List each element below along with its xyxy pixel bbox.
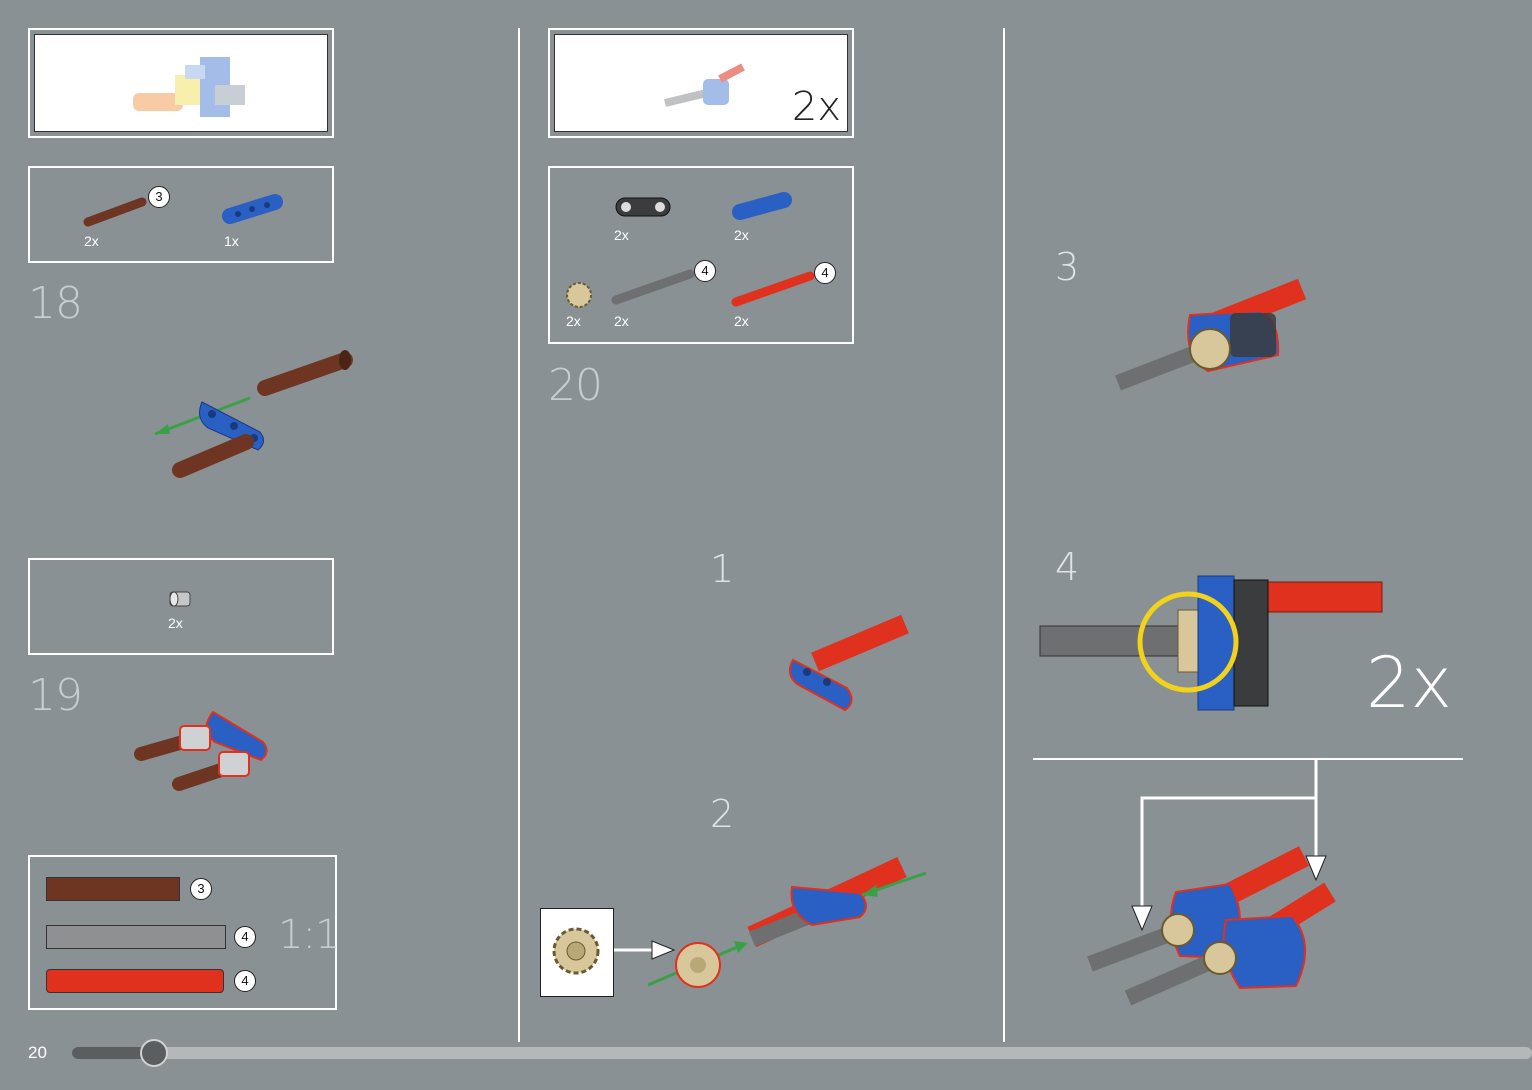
step-19-illustration	[135, 702, 285, 802]
blue-beam-part	[220, 190, 290, 230]
substep-multiplier: 2x	[1366, 648, 1452, 718]
bush-part	[166, 586, 196, 612]
submodel-thumbnail	[28, 28, 334, 138]
length-badge: 4	[234, 970, 256, 992]
step-number: 19	[28, 674, 82, 718]
gear-callout	[540, 908, 614, 997]
step-19-parts-list: 2x	[28, 558, 334, 655]
scale-label: 1:1	[278, 915, 339, 955]
substep-number: 3	[1055, 248, 1079, 286]
part-qty: 2x	[614, 228, 629, 242]
part-qty: 1x	[224, 234, 239, 248]
part-qty: 2x	[614, 314, 629, 328]
step-number: 18	[28, 282, 82, 326]
axle-4-gray-ruler	[46, 925, 226, 949]
length-badge: 4	[694, 260, 716, 282]
final-assembly-illustration	[1080, 760, 1380, 1020]
dark-connector-part	[610, 190, 680, 226]
substep-4-illustration	[1038, 574, 1398, 714]
step-20-parts-list: 2x 2x 2x 4 2x 4 2x	[548, 166, 854, 344]
part-qty: 2x	[84, 234, 99, 248]
length-badge: 3	[190, 878, 212, 900]
progress-knob	[140, 1039, 168, 1067]
gear-part	[564, 280, 594, 310]
substep-2-illustration	[612, 845, 1032, 995]
part-qty: 2x	[566, 314, 581, 328]
substep-1-illustration	[785, 610, 925, 720]
length-badge: 3	[148, 186, 170, 208]
substep-number: 2	[710, 795, 734, 833]
thumbnail-frame: 2x	[554, 34, 848, 132]
scale-reference: 3 4 4 1:1	[28, 855, 337, 1010]
step-18-illustration	[150, 340, 370, 490]
page-number: 20	[28, 1044, 47, 1061]
step-18-parts-list: 3 2x 1x	[28, 166, 334, 263]
substep-3-illustration	[1110, 275, 1310, 405]
red-axle-4-part	[730, 266, 820, 306]
gear-icon	[541, 909, 611, 994]
axle-4-red-ruler	[46, 969, 224, 993]
gray-axle-4-part	[610, 264, 700, 304]
assembly-multiplier: 2x	[792, 87, 841, 127]
assembly-preview	[35, 35, 335, 135]
part-qty: 2x	[734, 228, 749, 242]
column-divider-1	[518, 28, 520, 1042]
length-badge: 4	[234, 926, 256, 948]
part-qty: 2x	[168, 616, 183, 630]
blue-beam-part	[734, 190, 794, 226]
thumbnail-frame	[34, 34, 328, 132]
axle-3-ruler	[46, 877, 180, 901]
progress-track	[72, 1047, 1532, 1059]
part-qty: 2x	[734, 314, 749, 328]
submodel-thumbnail: 2x	[548, 28, 854, 138]
length-badge: 4	[814, 262, 836, 284]
step-number: 20	[548, 364, 602, 408]
substep-number: 1	[710, 550, 734, 588]
